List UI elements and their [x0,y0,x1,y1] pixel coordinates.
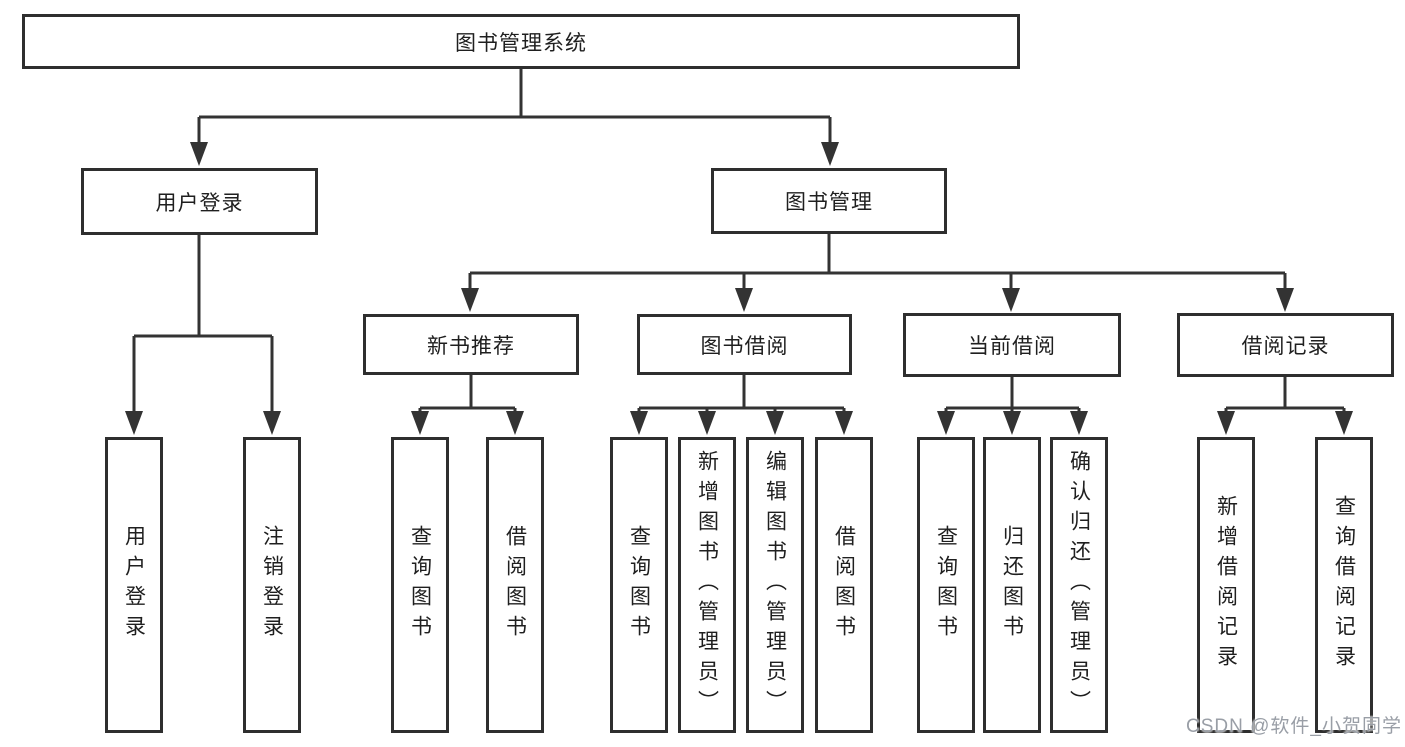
leaf-edit-books-admin: 编辑图书（管理员） [746,437,804,733]
node-label: 新增借阅记录 [1214,495,1238,675]
node-label: 用户登录 [122,525,146,645]
node-label: 查询图书 [934,525,958,645]
node-label: 当前借阅 [968,335,1056,358]
node-borrowing-records: 借阅记录 [1177,313,1394,377]
leaf-query-books-recommend: 查询图书 [391,437,449,733]
node-label: 图书管理系统 [455,31,587,55]
csdn-watermark: CSDN @软件_小贺同学 [1186,716,1402,737]
node-label: 新书推荐 [427,334,515,358]
node-label: 借阅图书 [832,525,856,645]
leaf-borrow-books-recommend: 借阅图书 [486,437,544,733]
leaf-borrow-books: 借阅图书 [815,437,873,733]
node-label: 用户登录 [155,191,244,215]
node-current-borrowing: 当前借阅 [903,313,1121,377]
node-label: 编辑图书（管理员） [763,450,787,720]
leaf-add-borrow-record: 新增借阅记录 [1197,437,1255,733]
node-label: 借阅记录 [1241,335,1330,358]
leaf-return-books: 归还图书 [983,437,1041,733]
node-system-root: 图书管理系统 [22,14,1020,69]
node-book-management: 图书管理 [711,168,947,234]
node-book-borrowing: 图书借阅 [637,314,852,375]
node-label: 查询借阅记录 [1332,495,1356,675]
node-label: 查询图书 [627,525,651,645]
node-label: 图书管理 [785,191,873,214]
node-label: 注销登录 [260,525,284,645]
node-user-login: 用户登录 [81,168,318,235]
leaf-add-books-admin: 新增图书（管理员） [678,437,736,733]
leaf-query-borrow-record: 查询借阅记录 [1315,437,1373,733]
leaf-confirm-return-admin: 确认归还（管理员） [1050,437,1108,733]
leaf-logout: 注销登录 [243,437,301,733]
arrowheads [125,142,1353,435]
leaf-user-login: 用户登录 [105,437,163,733]
leaf-query-books-current: 查询图书 [917,437,975,733]
node-label: 归还图书 [1000,525,1024,645]
leaf-query-books-borrowing: 查询图书 [610,437,668,733]
node-label: 查询图书 [408,525,432,645]
node-label: 图书借阅 [700,334,789,358]
node-label: 新增图书（管理员） [695,450,719,720]
node-label: 借阅图书 [503,525,527,645]
node-new-book-recommend: 新书推荐 [363,314,579,375]
node-label: 确认归还（管理员） [1067,450,1091,720]
